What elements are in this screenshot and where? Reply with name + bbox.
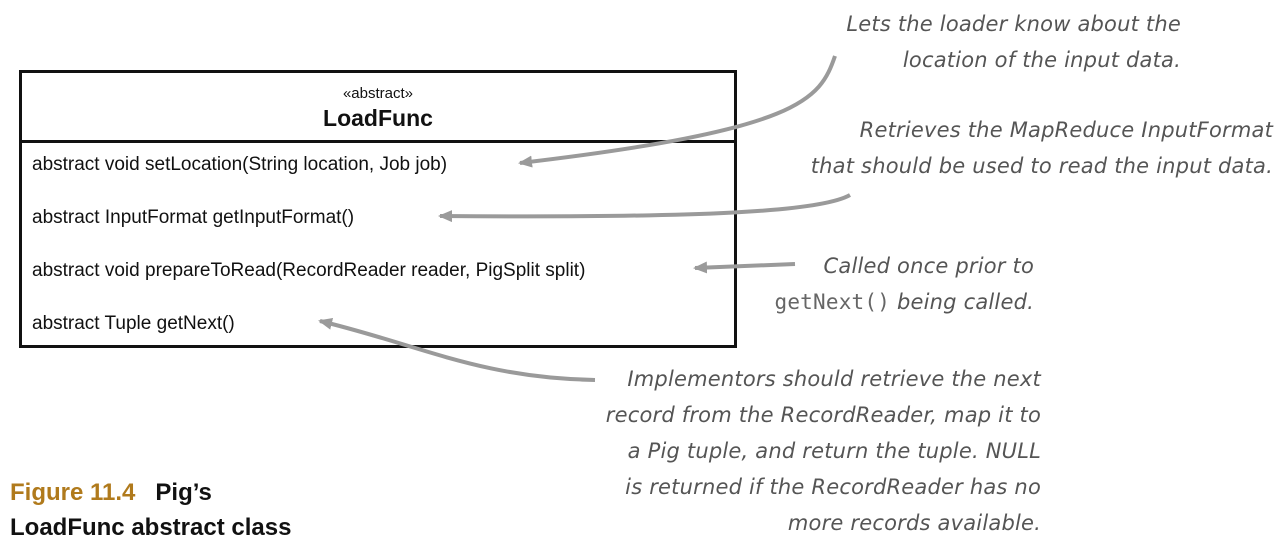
note-get-next-line: record from the RecordReader, map it to bbox=[605, 403, 1041, 427]
method-set-location: abstract void setLocation(String locatio… bbox=[32, 154, 448, 175]
note-get-next-line: is returned if the RecordReader has no bbox=[625, 475, 1041, 499]
note-set-location-line: Lets the loader know about the bbox=[846, 12, 1181, 36]
note-set-location: Lets the loader know about the location … bbox=[846, 6, 1181, 78]
note-get-input-format-line: that should be used to read the input da… bbox=[810, 154, 1273, 178]
note-prepare-to-read-rest: being called. bbox=[896, 290, 1034, 314]
uml-class-box: «abstract» LoadFunc abstract void setLoc… bbox=[19, 70, 737, 348]
code-get-next: getNext() bbox=[774, 290, 891, 314]
note-set-location-line: location of the input data. bbox=[902, 48, 1181, 72]
note-prepare-to-read-line: Called once prior to bbox=[823, 254, 1034, 278]
figure-caption: Figure 11.4 Pig’s LoadFunc abstract clas… bbox=[10, 475, 291, 545]
note-get-input-format: Retrieves the MapReduce InputFormat that… bbox=[811, 112, 1273, 184]
class-name: LoadFunc bbox=[323, 105, 433, 131]
arrow-set-location bbox=[518, 55, 837, 168]
caption-title-2: LoadFunc abstract class bbox=[10, 514, 292, 541]
figure-number: Figure 11.4 bbox=[10, 479, 136, 506]
arrow-get-next bbox=[318, 317, 596, 382]
note-get-next-line: Implementors should retrieve the next bbox=[627, 367, 1041, 391]
arrow-get-input-format bbox=[438, 193, 851, 223]
method-prepare-to-read: abstract void prepareToRead(RecordReader… bbox=[32, 260, 586, 281]
method-get-next: abstract Tuple getNext() bbox=[32, 313, 235, 334]
method-get-input-format: abstract InputFormat getInputFormat() bbox=[32, 207, 355, 228]
arrow-prepare-to-read bbox=[693, 261, 796, 274]
caption-title-1: Pig’s bbox=[155, 479, 212, 506]
note-prepare-to-read-line2: getNext() being called. bbox=[775, 284, 1035, 320]
caption-line-1: Figure 11.4 Pig’s bbox=[10, 475, 291, 510]
uml-class-header: «abstract» LoadFunc bbox=[22, 73, 734, 143]
class-stereotype: «abstract» bbox=[342, 85, 414, 102]
note-get-next-line: a Pig tuple, and return the tuple. NULL bbox=[627, 439, 1041, 463]
note-get-input-format-line: Retrieves the MapReduce InputFormat bbox=[859, 118, 1273, 142]
note-prepare-to-read: Called once prior to getNext() being cal… bbox=[775, 248, 1035, 320]
note-get-next: Implementors should retrieve the next re… bbox=[606, 361, 1041, 541]
note-get-next-line: more records available. bbox=[787, 511, 1041, 535]
